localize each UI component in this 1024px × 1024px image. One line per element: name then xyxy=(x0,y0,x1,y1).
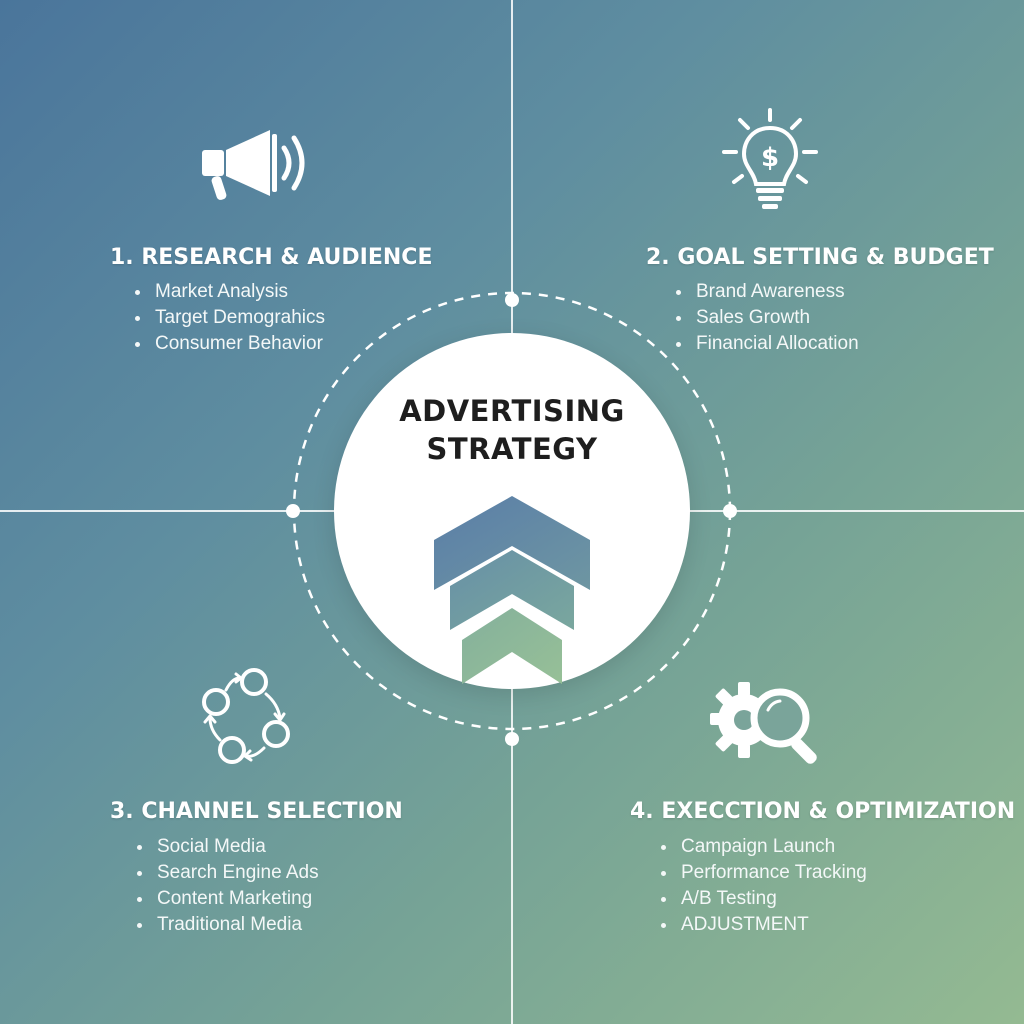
quadrant-4-list: Campaign Launch Performance Tracking A/B… xyxy=(661,834,867,938)
megaphone-icon xyxy=(202,130,305,200)
center-title: ADVERTISING STRATEGY xyxy=(334,392,690,468)
chevron-bottom xyxy=(462,608,562,684)
quadrant-4-title: 4. EXECCTION & OPTIMIZATION xyxy=(630,799,1016,824)
list-item: Performance Tracking xyxy=(661,860,867,886)
center-title-line2: STRATEGY xyxy=(426,432,598,466)
list-item: Campaign Launch xyxy=(661,834,867,860)
chevron-top xyxy=(434,496,590,590)
list-item: Sales Growth xyxy=(676,305,859,331)
quadrant-3-title: 3. CHANNEL SELECTION xyxy=(110,799,403,824)
list-item: Content Marketing xyxy=(137,886,319,912)
list-item: A/B Testing xyxy=(661,886,867,912)
list-item: Social Media xyxy=(137,834,319,860)
list-item: Consumer Behavior xyxy=(135,331,325,357)
gear-magnifier-icon xyxy=(710,682,817,764)
quadrant-1-title: 1. RESEARCH & AUDIENCE xyxy=(110,245,433,270)
list-item: Brand Awareness xyxy=(676,279,859,305)
chevron-middle xyxy=(450,550,574,630)
list-item: Traditional Media xyxy=(137,912,319,938)
list-item: Financial Allocation xyxy=(676,331,859,357)
quadrant-1-list: Market Analysis Target Demograhics Consu… xyxy=(135,279,325,357)
cycle-icon xyxy=(202,668,290,764)
list-item: Search Engine Ads xyxy=(137,860,319,886)
lightbulb-dollar-icon: $ xyxy=(722,108,818,209)
quadrant-3-list: Social Media Search Engine Ads Content M… xyxy=(137,834,319,938)
center-title-line1: ADVERTISING xyxy=(399,394,625,428)
list-item: Target Demograhics xyxy=(135,305,325,331)
quadrant-2-list: Brand Awareness Sales Growth Financial A… xyxy=(676,279,859,357)
quadrant-2-title: 2. GOAL SETTING & BUDGET xyxy=(646,245,994,270)
list-item: Market Analysis xyxy=(135,279,325,305)
upward-chevrons-icon xyxy=(434,496,590,684)
svg-text:$: $ xyxy=(761,143,779,173)
list-item: ADJUSTMENT xyxy=(661,912,867,938)
